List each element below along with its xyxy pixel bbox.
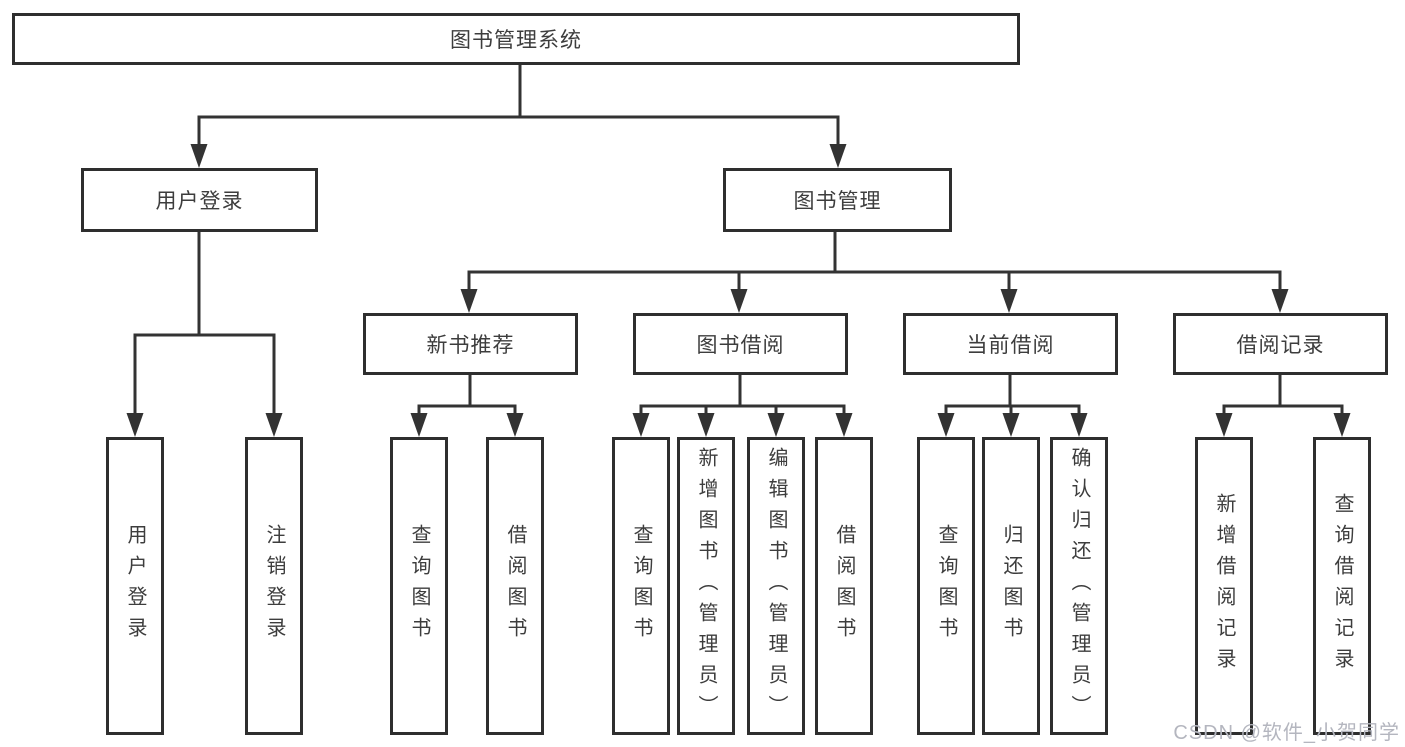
node-label-leaf-add-borrow-record: 新增借阅记录 [1213,493,1235,679]
node-label-new-book-recommend: 新书推荐 [426,334,515,357]
csdn-watermark: CSDN @软件_小贺同学 [1173,722,1400,744]
node-label-current-borrowing: 当前借阅 [966,334,1055,357]
arrowhead-down-icon [937,413,955,437]
arrowhead-down-icon [1002,413,1020,437]
node-label-user-login: 用户登录 [155,190,244,213]
node-leaf-query-books-1: 查询图书 [390,437,448,735]
node-leaf-add-books-admin: 新增图书（管理员） [677,437,735,735]
arrowhead-down-icon [730,289,748,313]
node-label-book-borrowing: 图书借阅 [696,334,785,357]
node-leaf-borrow-books-1: 借阅图书 [486,437,544,735]
node-leaf-add-borrow-record: 新增借阅记录 [1195,437,1253,735]
arrowhead-down-icon [632,413,650,437]
node-borrowing-records: 借阅记录 [1173,313,1388,375]
node-label-leaf-add-books-admin: 新增图书（管理员） [695,446,717,726]
node-leaf-query-books-2: 查询图书 [612,437,670,735]
arrowhead-down-icon [767,413,785,437]
node-leaf-edit-books-admin: 编辑图书（管理员） [747,437,805,735]
node-label-leaf-logout: 注销登录 [263,524,285,648]
arrowhead-down-icon [190,144,208,168]
node-label-leaf-edit-books-admin: 编辑图书（管理员） [765,446,787,726]
node-root: 图书管理系统 [12,13,1020,65]
arrowhead-down-icon [1070,413,1088,437]
arrowhead-down-icon [697,413,715,437]
arrowhead-down-icon [460,289,478,313]
node-book-borrowing: 图书借阅 [633,313,848,375]
node-label-leaf-confirm-return-admin: 确认归还（管理员） [1068,446,1090,726]
node-new-book-recommend: 新书推荐 [363,313,578,375]
arrowhead-down-icon [265,413,283,437]
node-label-borrowing-records: 借阅记录 [1236,334,1325,357]
node-label-root: 图书管理系统 [450,29,582,52]
node-label-leaf-borrow-books-1: 借阅图书 [504,524,526,648]
node-leaf-query-books-3: 查询图书 [917,437,975,735]
node-label-leaf-return-books: 归还图书 [1000,524,1022,648]
node-label-leaf-query-books-2: 查询图书 [630,524,652,648]
arrowhead-down-icon [506,413,524,437]
node-leaf-query-borrow-record: 查询借阅记录 [1313,437,1371,735]
arrowhead-down-icon [1333,413,1351,437]
node-current-borrowing: 当前借阅 [903,313,1118,375]
node-label-leaf-query-books-3: 查询图书 [935,524,957,648]
arrowhead-down-icon [1271,289,1289,313]
node-label-leaf-query-borrow-record: 查询借阅记录 [1331,493,1353,679]
node-label-book-management: 图书管理 [793,190,882,213]
arrowhead-down-icon [1000,289,1018,313]
node-leaf-logout: 注销登录 [245,437,303,735]
node-book-management: 图书管理 [723,168,952,232]
arrowhead-down-icon [126,413,144,437]
arrowhead-down-icon [410,413,428,437]
node-user-login: 用户登录 [81,168,318,232]
node-label-leaf-borrow-books-2: 借阅图书 [833,524,855,648]
node-leaf-confirm-return-admin: 确认归还（管理员） [1050,437,1108,735]
node-leaf-borrow-books-2: 借阅图书 [815,437,873,735]
arrowhead-down-icon [1215,413,1233,437]
arrowhead-down-icon [835,413,853,437]
node-label-leaf-user-login: 用户登录 [124,524,146,648]
node-leaf-return-books: 归还图书 [982,437,1040,735]
node-label-leaf-query-books-1: 查询图书 [408,524,430,648]
arrowhead-down-icon [829,144,847,168]
node-leaf-user-login: 用户登录 [106,437,164,735]
